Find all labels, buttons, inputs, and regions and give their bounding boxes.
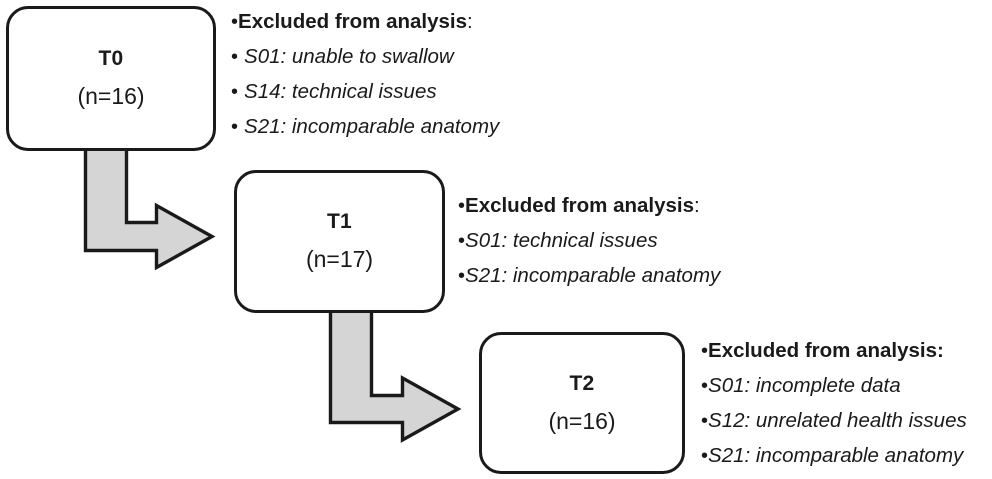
exclusion-item-label: S21: incomparable anatomy <box>465 264 721 287</box>
exclusion-item-label: S21: incomparable anatomy <box>708 444 964 467</box>
exclusion-item-label: S01: technical issues <box>465 229 658 252</box>
exclusion-item: • S01: incomplete data <box>701 368 967 403</box>
exclusion-notes-t2-heading: • Excluded from analysis : <box>701 333 967 368</box>
bullet-icon: • <box>701 340 709 362</box>
exclusion-heading-label: Excluded from analysis <box>238 10 468 33</box>
exclusion-notes-t1-heading: • Excluded from analysis : <box>458 188 720 223</box>
stage-title-t1: T1 <box>327 210 352 234</box>
exclusion-item-label: S01: unable to swallow <box>244 45 454 68</box>
stage-count-t2: (n=16) <box>548 407 616 434</box>
exclusion-heading-suffix: : <box>694 194 700 217</box>
exclusion-heading-label: Excluded from analysis <box>465 194 695 217</box>
exclusion-notes-t1: • Excluded from analysis : • S01: techni… <box>458 188 720 293</box>
stage-count-t1: (n=17) <box>305 246 374 273</box>
exclusion-heading-label: Excluded from analysis <box>708 339 938 362</box>
bullet-icon: • <box>701 445 709 467</box>
exclusion-item-label: S01: incomplete data <box>708 374 901 397</box>
bullet-icon: • <box>458 265 466 287</box>
bullet-icon: • <box>231 11 239 33</box>
exclusion-item: • S12: unrelated health issues <box>701 403 967 438</box>
exclusion-item: • S21: incomparable anatomy <box>701 438 967 473</box>
connector-arrow-t0-to-t1 <box>82 146 240 270</box>
stage-count-t0: (n=16) <box>77 83 145 110</box>
stage-box-t0[interactable]: T0 (n=16) <box>6 6 216 151</box>
exclusion-item-label: S12: unrelated health issues <box>708 409 967 432</box>
exclusion-heading-suffix: : <box>937 339 944 362</box>
exclusion-item: • S14: technical issues <box>231 74 499 109</box>
stage-title-t2: T2 <box>569 371 595 395</box>
exclusion-notes-t0-heading: • Excluded from analysis : <box>231 4 499 39</box>
bullet-icon: • <box>701 410 709 432</box>
exclusion-notes-t0: • Excluded from analysis : • S01: unable… <box>231 4 499 144</box>
exclusion-item-label: S21: incomparable anatomy <box>244 115 500 138</box>
bullet-icon: • <box>458 195 466 217</box>
connector-arrow-t1-to-t2 <box>327 308 487 444</box>
exclusion-item: • S01: technical issues <box>458 223 720 258</box>
exclusion-item-label: S14: technical issues <box>244 80 437 103</box>
bullet-icon: • <box>701 375 709 397</box>
exclusion-item: • S21: incomparable anatomy <box>231 109 499 144</box>
exclusion-heading-suffix: : <box>467 10 473 33</box>
exclusion-item: • S01: unable to swallow <box>231 39 499 74</box>
stage-box-t2[interactable]: T2 (n=16) <box>479 332 685 474</box>
bullet-icon: • <box>231 46 239 68</box>
exclusion-notes-t2: • Excluded from analysis : • S01: incomp… <box>701 333 967 473</box>
stage-title-t0: T0 <box>98 47 124 71</box>
bullet-icon: • <box>458 230 466 252</box>
exclusion-item: • S21: incomparable anatomy <box>458 258 720 293</box>
bullet-icon: • <box>231 116 239 138</box>
bullet-icon: • <box>231 81 239 103</box>
stage-box-t1[interactable]: T1 (n=17) <box>234 170 445 313</box>
